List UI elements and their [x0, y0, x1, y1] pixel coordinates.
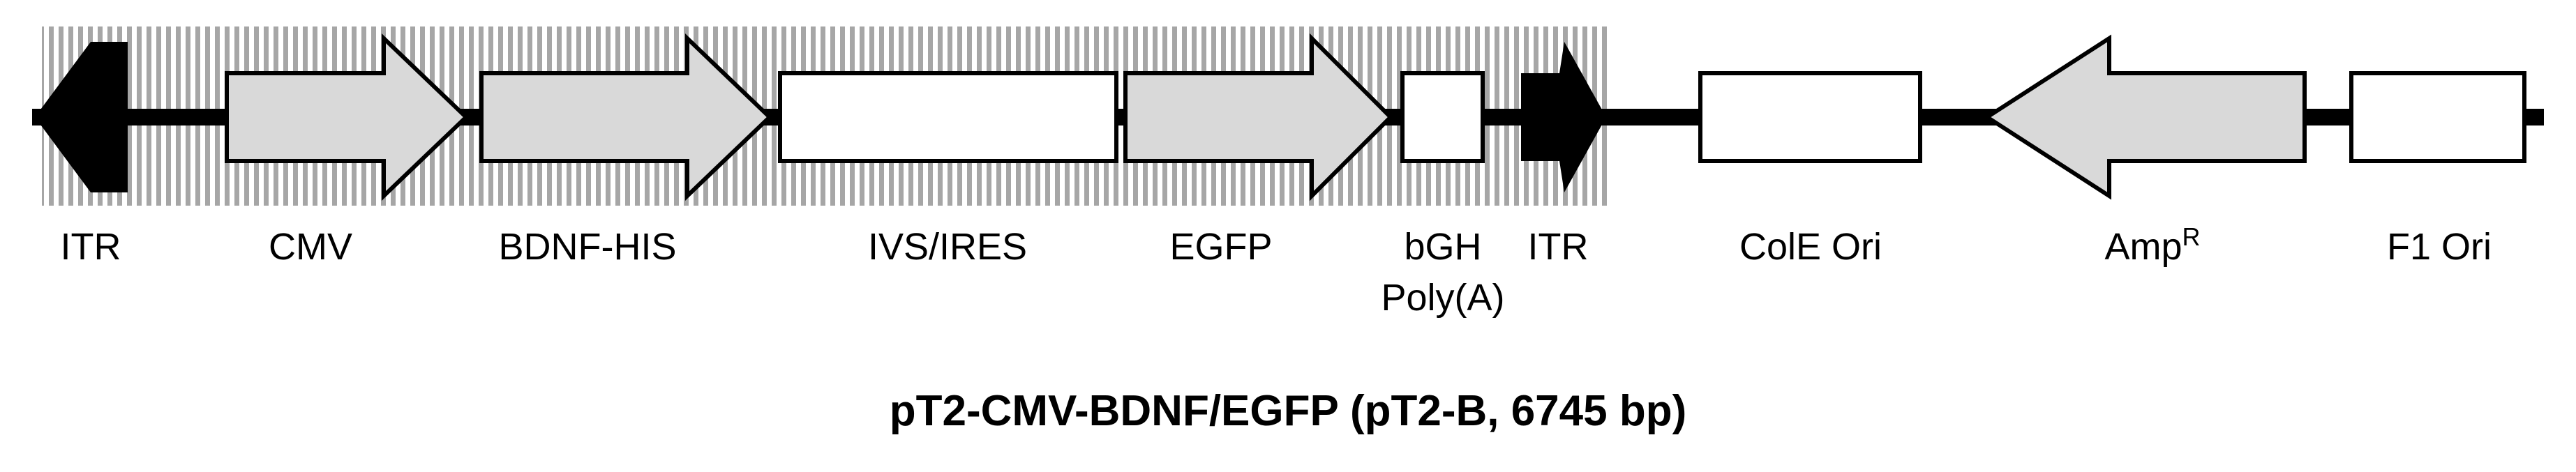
ivs-ires-box — [778, 71, 1118, 163]
bdnf-his-arrow — [479, 33, 773, 201]
label-egfp: EGFP — [1169, 226, 1272, 268]
label-polya: Poly(A) — [1381, 277, 1504, 319]
label-ampr-superscript: R — [2182, 222, 2201, 251]
label-itr-right: ITR — [1528, 226, 1589, 268]
label-cmv: CMV — [269, 226, 352, 268]
itr-right-block — [1521, 42, 1606, 192]
egfp-arrow — [1123, 33, 1394, 201]
cole-ori-box — [1698, 71, 1922, 163]
label-itr-left: ITR — [61, 226, 121, 268]
cmv-arrow — [225, 33, 470, 201]
label-cole-ori: ColE Ori — [1739, 226, 1882, 268]
f1-ori-box — [2349, 71, 2526, 163]
label-ampr-main: Amp — [2104, 226, 2182, 268]
label-f1-ori: F1 Ori — [2387, 226, 2492, 268]
itr-left-block — [35, 42, 128, 192]
ampr-arrow — [1983, 34, 2307, 200]
label-ivs-ires: IVS/IRES — [868, 226, 1027, 268]
label-bgh: bGH — [1404, 226, 1481, 268]
diagram-title: pT2-CMV-BDNF/EGFP (pT2-B, 6745 bp) — [890, 387, 1687, 435]
label-ampr: AmpR — [2104, 222, 2200, 268]
bgh-polya-box — [1400, 71, 1485, 163]
label-bdnf-his: BDNF-HIS — [499, 226, 677, 268]
